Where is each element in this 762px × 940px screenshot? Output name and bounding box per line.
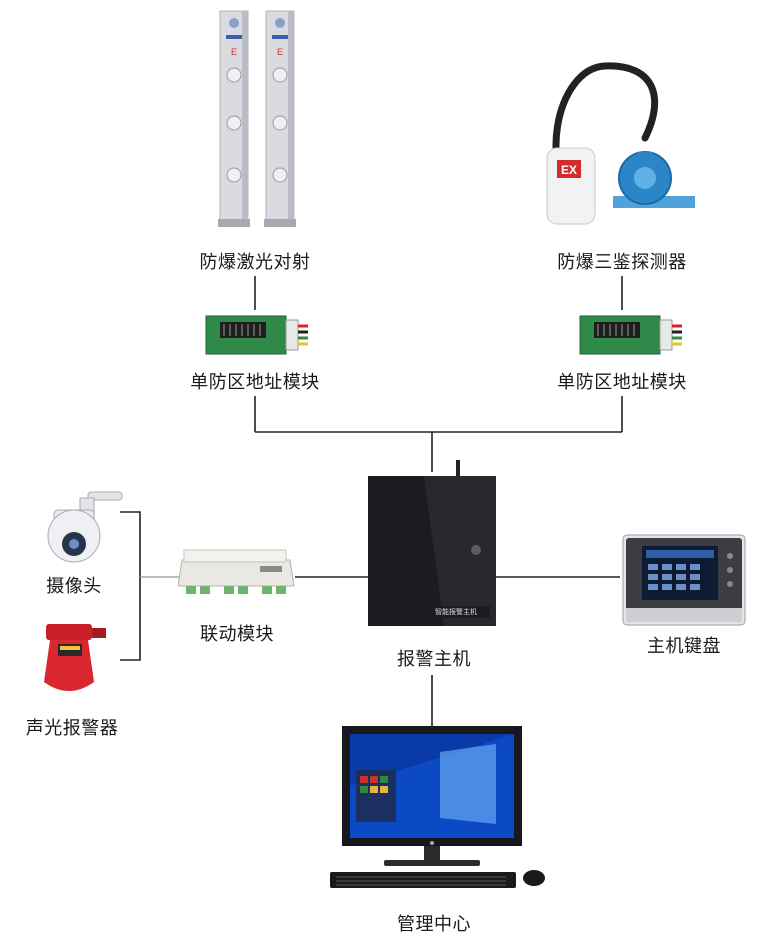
linkage-label: 联动模块 <box>200 624 274 645</box>
detector-label: 防爆三鉴探测器 <box>557 252 687 273</box>
svg-text:E: E <box>277 47 283 57</box>
ex-badge: EX <box>561 163 577 177</box>
svg-text:E: E <box>231 47 237 57</box>
linkage-module-icon <box>178 549 295 594</box>
line-camera-alarm-bracket <box>120 511 141 661</box>
detector-icon: EX <box>546 62 695 225</box>
address-module-left-icon <box>205 315 308 355</box>
host-label: 报警主机 <box>397 649 471 670</box>
host-brand-text: 智能报警主机 <box>435 607 477 616</box>
keyboard-icon <box>622 534 746 626</box>
address-module-right-icon <box>579 315 682 355</box>
computer-icon <box>330 726 545 888</box>
alarm-label: 声光报警器 <box>25 718 119 739</box>
keyboard-label: 主机键盘 <box>647 636 721 657</box>
alarm-host-icon: 智能报警主机 <box>368 460 496 626</box>
laser-beam-icon: E E <box>218 10 296 227</box>
alarm-icon <box>44 624 106 691</box>
laser-label: 防爆激光对射 <box>199 252 311 273</box>
module-right-label: 单防区地址模块 <box>557 372 687 393</box>
center-label: 管理中心 <box>397 914 471 935</box>
camera-label: 摄像头 <box>46 576 102 597</box>
camera-icon <box>47 491 123 563</box>
module-left-label: 单防区地址模块 <box>190 372 320 393</box>
